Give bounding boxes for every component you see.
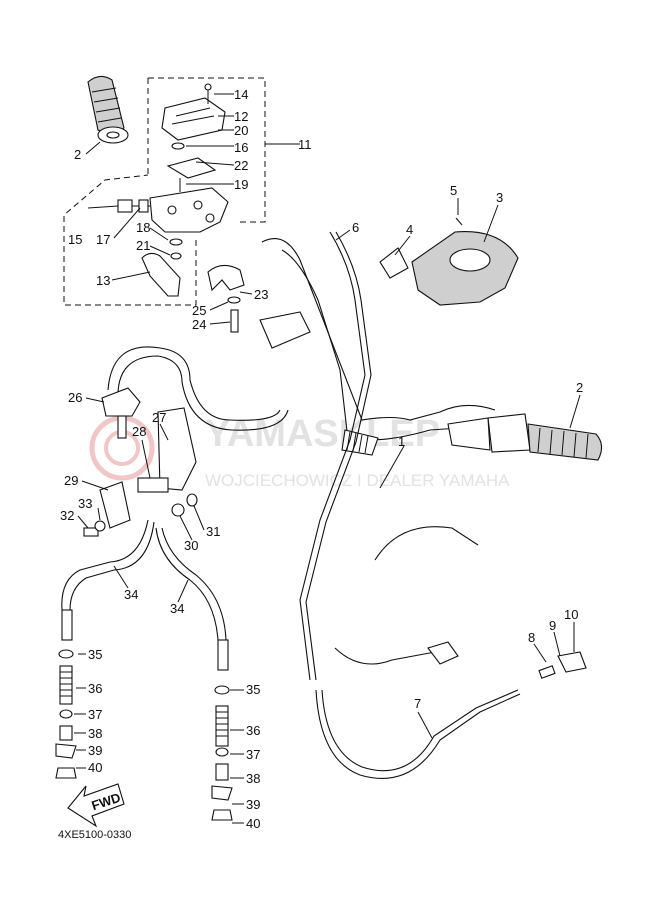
part-label: 18 bbox=[136, 220, 150, 235]
part-label: 7 bbox=[414, 696, 421, 711]
throttle-clamp bbox=[207, 264, 245, 333]
part-label: 21 bbox=[136, 238, 150, 253]
part-label: 19 bbox=[234, 177, 248, 192]
part-label: 5 bbox=[450, 183, 457, 198]
part-label: 17 bbox=[96, 232, 110, 247]
group-box-11-lower bbox=[63, 174, 197, 306]
part-label: 2 bbox=[74, 147, 81, 162]
part-label: 22 bbox=[234, 158, 248, 173]
part-label: 31 bbox=[206, 524, 220, 539]
part-label: 9 bbox=[549, 618, 556, 633]
right-adjuster-stack bbox=[211, 639, 233, 821]
part-label: 26 bbox=[68, 390, 82, 405]
part-label: 20 bbox=[234, 123, 248, 138]
group-box-11-upper bbox=[148, 77, 266, 223]
control-cables bbox=[299, 231, 587, 779]
part-label: 4 bbox=[406, 222, 413, 237]
part-label: 40 bbox=[88, 760, 102, 775]
part-label: 38 bbox=[246, 771, 260, 786]
throttle-cover bbox=[379, 217, 519, 306]
part-label: 11 bbox=[298, 137, 312, 152]
brake-caliper bbox=[83, 407, 198, 537]
part-label: 35 bbox=[88, 647, 102, 662]
part-label: 38 bbox=[88, 726, 102, 741]
part-label: 16 bbox=[234, 140, 248, 155]
part-label: 37 bbox=[88, 707, 102, 722]
part-label: 25 bbox=[192, 303, 206, 318]
part-label: 23 bbox=[254, 287, 268, 302]
part-label: 3 bbox=[496, 190, 503, 205]
part-label: 40 bbox=[246, 816, 260, 831]
part-label: 10 bbox=[564, 607, 578, 622]
right-grip bbox=[447, 413, 603, 461]
part-label: 33 bbox=[78, 496, 92, 511]
part-label: 29 bbox=[64, 473, 78, 488]
part-label: 28 bbox=[132, 424, 146, 439]
part-label: 37 bbox=[246, 747, 260, 762]
brake-hoses bbox=[61, 519, 227, 641]
part-label: 34 bbox=[124, 587, 138, 602]
part-label: 12 bbox=[234, 109, 248, 124]
part-label: 8 bbox=[528, 630, 535, 645]
left-grip bbox=[87, 75, 129, 144]
diagram-code: 4XE5100-0330 bbox=[58, 829, 131, 841]
part-label: 35 bbox=[246, 682, 260, 697]
part-label: 36 bbox=[88, 681, 102, 696]
part-label: 30 bbox=[184, 538, 198, 553]
part-label: 36 bbox=[246, 723, 260, 738]
leader-lines bbox=[74, 93, 581, 824]
part-label: 13 bbox=[96, 273, 110, 288]
part-label: 39 bbox=[88, 743, 102, 758]
part-label: 39 bbox=[246, 797, 260, 812]
left-adjuster-stack bbox=[55, 609, 77, 779]
part-label: 24 bbox=[192, 317, 206, 332]
part-label: 27 bbox=[152, 410, 166, 425]
part-label: 2 bbox=[576, 380, 583, 395]
part-label: 32 bbox=[60, 508, 74, 523]
part-label: 6 bbox=[352, 220, 359, 235]
fwd-arrow: FWD bbox=[67, 783, 125, 828]
part-label: 34 bbox=[170, 601, 184, 616]
watermark-dealer: WOJCIECHOWICZ I DEALER YAMAHA bbox=[205, 471, 510, 490]
part-label: 14 bbox=[234, 87, 248, 102]
switch-housing-assembly bbox=[117, 83, 229, 297]
part-labels: 2 1 2 3 4 5 6 7 8 9 10 11 12 13 14 15 16… bbox=[60, 87, 583, 831]
part-label: 1 bbox=[398, 434, 405, 449]
watermark: YAMASKLEP WOJCIECHOWICZ I DEALER YAMAHA bbox=[89, 413, 510, 490]
part-label: 15 bbox=[68, 232, 82, 247]
brake-master-cylinder bbox=[101, 346, 289, 439]
